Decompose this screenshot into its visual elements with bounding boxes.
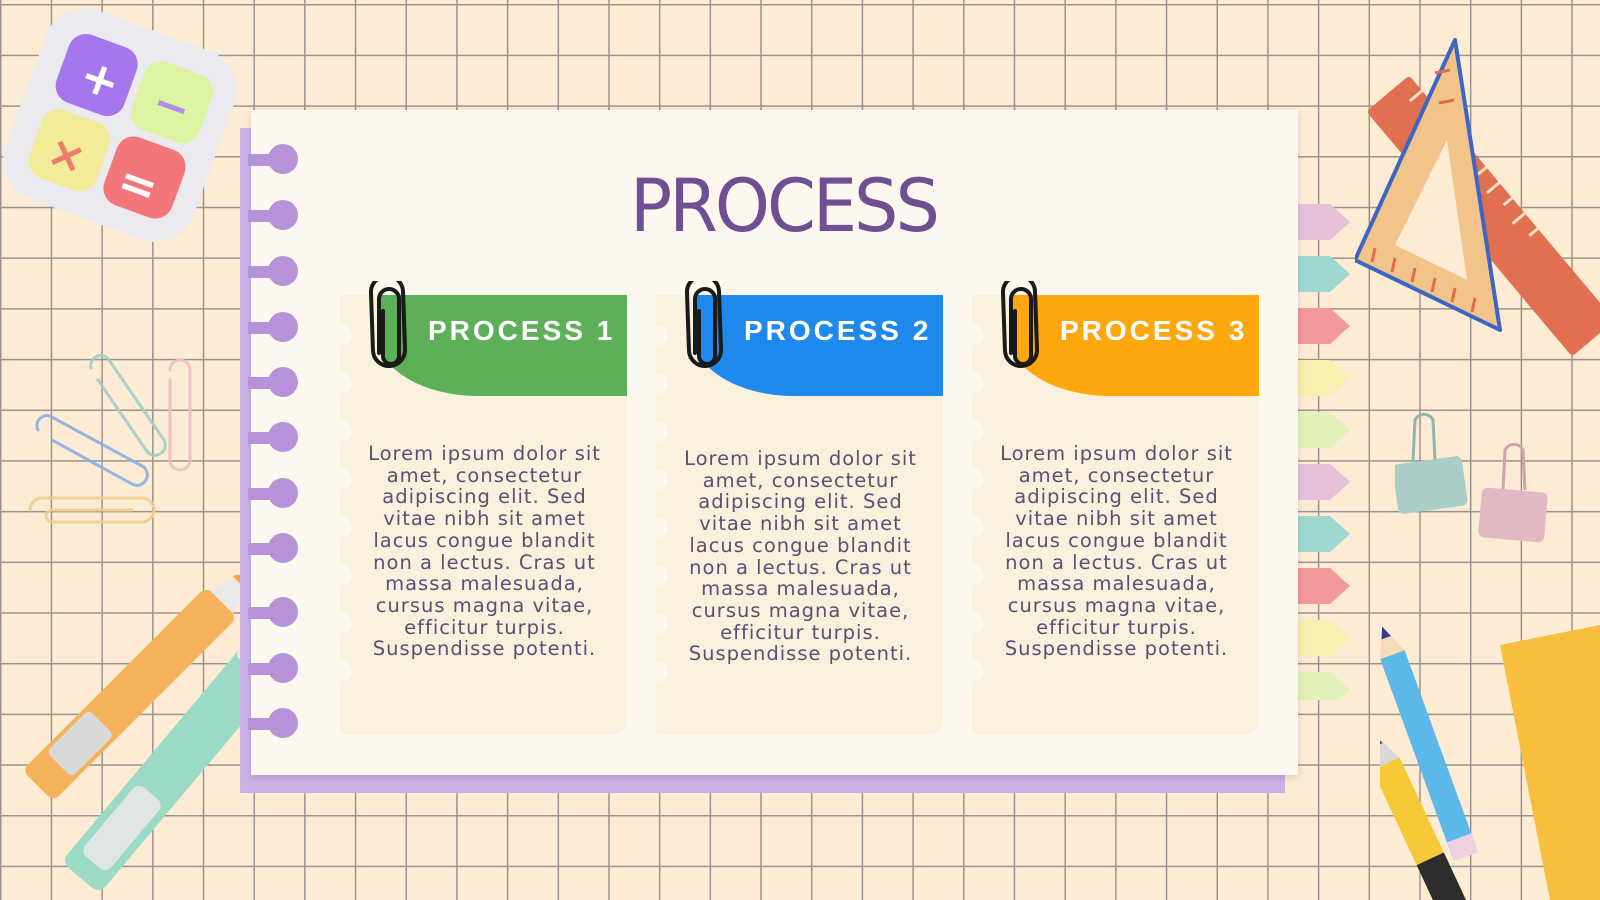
page-title: PROCESS	[630, 162, 940, 250]
process-card-1: PROCESS 1 Lorem ipsum dolor sit amet, co…	[332, 281, 627, 735]
pencils-icon	[1380, 625, 1600, 900]
process-1-banner	[378, 295, 627, 396]
process-2-description: Lorem ipsum dolor sit amet, consectetur …	[684, 447, 917, 666]
paper-clips-icon	[28, 354, 192, 524]
ruler-triangle-icon	[1355, 38, 1600, 355]
process-card-3: PROCESS 3 Lorem ipsum dolor sit amet, co…	[964, 281, 1259, 735]
process-2-banner	[694, 295, 943, 396]
paperclip-icon	[684, 281, 724, 368]
process-3-banner	[1010, 295, 1259, 396]
process-1-label: PROCESS 1	[428, 315, 616, 346]
paperclip-icon	[368, 281, 408, 368]
markers-icon	[25, 575, 240, 890]
process-2-label: PROCESS 2	[744, 315, 932, 346]
binder-clips-icon	[1395, 412, 1548, 543]
sticky-tabs-icon	[1290, 204, 1350, 700]
process-card-2: PROCESS 2 Lorem ipsum dolor sit amet, co…	[648, 281, 943, 735]
process-3-label: PROCESS 3	[1060, 315, 1248, 346]
paperclip-icon	[1000, 281, 1040, 368]
process-3-description: Lorem ipsum dolor sit amet, consectetur …	[1000, 442, 1233, 661]
calculator-icon: + − × =	[3, 8, 237, 242]
process-1-description: Lorem ipsum dolor sit amet, consectetur …	[368, 442, 601, 661]
